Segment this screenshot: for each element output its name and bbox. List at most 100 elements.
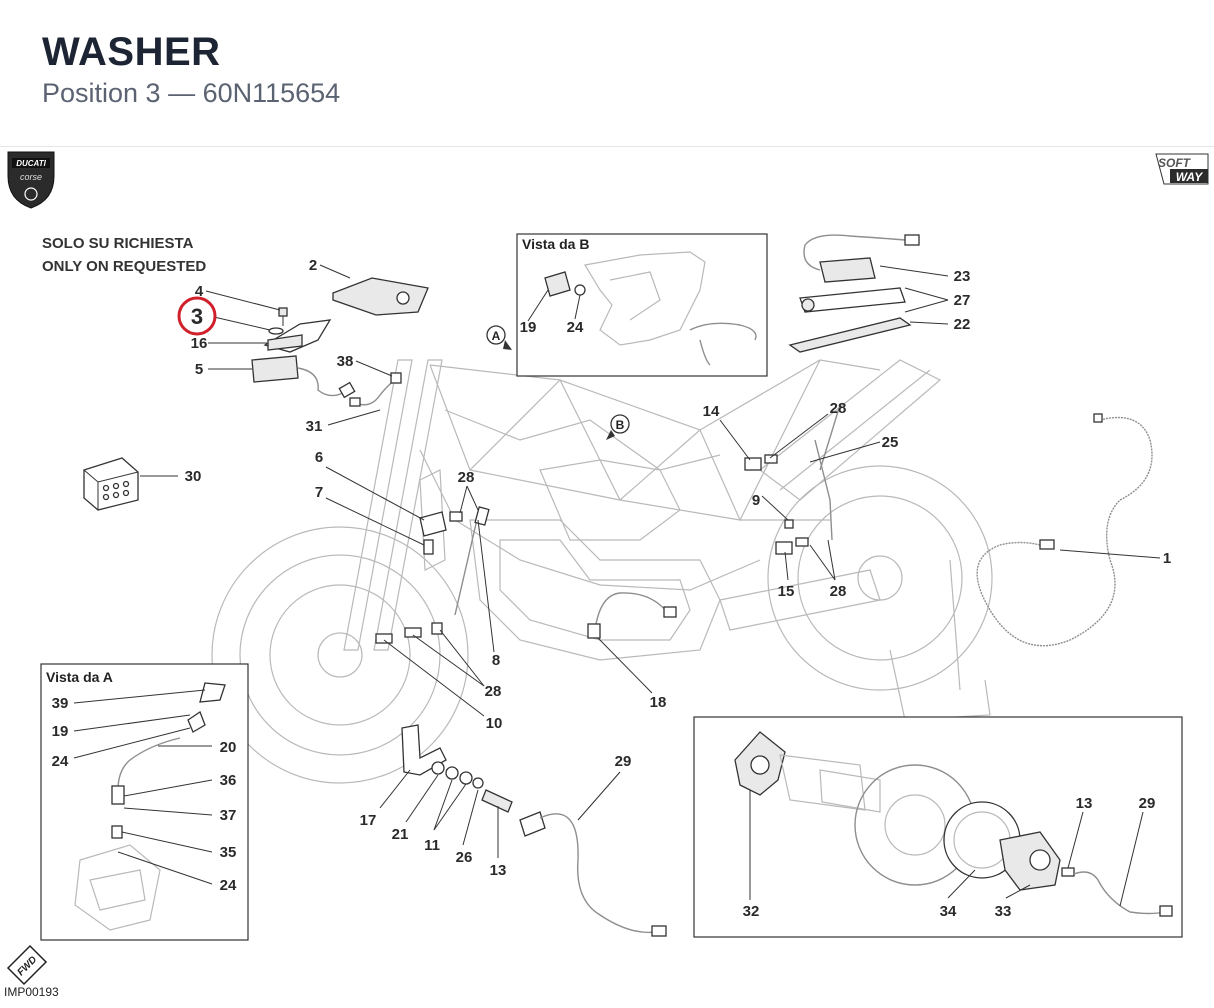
label-part-5[interactable]: 5 bbox=[195, 361, 203, 378]
highlight-ring bbox=[177, 296, 217, 336]
part-9-screw bbox=[784, 519, 794, 529]
label-part-29-lower-center[interactable]: 29 bbox=[615, 753, 632, 770]
label-part-33[interactable]: 33 bbox=[995, 903, 1012, 920]
label-part-30[interactable]: 30 bbox=[185, 468, 202, 485]
view-marker-a-label: A bbox=[492, 329, 501, 343]
part-5-module bbox=[251, 355, 356, 399]
inset-b-title: Vista da B bbox=[522, 236, 589, 252]
note-italian: SOLO SU RICHIESTA bbox=[42, 235, 194, 252]
label-part-24-vista-b[interactable]: 24 bbox=[567, 319, 584, 336]
view-marker-b-label: B bbox=[616, 418, 625, 432]
part-30-connector bbox=[83, 457, 139, 511]
label-part-3[interactable]: 3 bbox=[191, 304, 203, 329]
label-part-24-vista-a-lower[interactable]: 24 bbox=[220, 877, 237, 894]
label-part-28-upper-right[interactable]: 28 bbox=[830, 400, 847, 417]
part-38-fitting bbox=[390, 372, 402, 384]
part-1-cable bbox=[976, 413, 1153, 647]
part-22-plate bbox=[788, 317, 912, 353]
label-part-18[interactable]: 18 bbox=[650, 694, 667, 711]
leader-lines bbox=[73, 264, 1161, 907]
part-18-sensor bbox=[587, 592, 677, 639]
label-part-23[interactable]: 23 bbox=[954, 268, 971, 285]
label-part-13-rear-hub[interactable]: 13 bbox=[1076, 795, 1093, 812]
inset-rear-hub bbox=[693, 716, 1183, 938]
part-15-clamp bbox=[775, 537, 809, 555]
part-13-threaded-sensor bbox=[481, 789, 513, 813]
label-part-15[interactable]: 15 bbox=[778, 583, 795, 600]
label-part-20[interactable]: 20 bbox=[220, 739, 237, 756]
ducati-corse-logo: DUCATI corse bbox=[7, 151, 55, 209]
part-10-connectors bbox=[375, 622, 443, 644]
label-part-28-middle[interactable]: 28 bbox=[458, 469, 475, 486]
part-labels: 2 4 16 5 31 38 30 19 24 23 27 22 25 1 14… bbox=[52, 257, 1172, 920]
page-header: WASHER Position 3 — 60N115654 bbox=[0, 0, 1214, 146]
label-part-24-vista-a-upper[interactable]: 24 bbox=[52, 753, 69, 770]
label-part-39[interactable]: 39 bbox=[52, 695, 69, 712]
view-marker-a: A bbox=[486, 325, 512, 350]
label-part-34[interactable]: 34 bbox=[940, 903, 957, 920]
part-16-bracket bbox=[263, 319, 332, 353]
label-part-26[interactable]: 26 bbox=[456, 849, 473, 866]
label-part-28-lower-right[interactable]: 28 bbox=[830, 583, 847, 600]
label-part-1[interactable]: 1 bbox=[1163, 550, 1171, 567]
header-divider bbox=[0, 146, 1214, 147]
label-part-21[interactable]: 21 bbox=[392, 826, 409, 843]
label-part-19-vista-b[interactable]: 19 bbox=[520, 319, 537, 336]
label-part-4[interactable]: 4 bbox=[195, 283, 204, 300]
label-part-6[interactable]: 6 bbox=[315, 449, 323, 466]
page-title: WASHER bbox=[42, 30, 221, 74]
label-part-8[interactable]: 8 bbox=[492, 652, 500, 669]
label-part-2[interactable]: 2 bbox=[309, 257, 317, 274]
label-part-14[interactable]: 14 bbox=[703, 403, 720, 420]
label-part-31[interactable]: 31 bbox=[306, 418, 323, 435]
fwd-badge: FWD bbox=[6, 944, 48, 986]
label-part-29-rear-hub[interactable]: 29 bbox=[1139, 795, 1156, 812]
label-part-11-lower[interactable]: 11 bbox=[424, 837, 440, 854]
inset-vista-da-b: Vista da B bbox=[516, 233, 768, 377]
label-part-19-vista-a[interactable]: 19 bbox=[52, 723, 69, 740]
part-2-control-unit bbox=[332, 277, 429, 316]
page-subtitle: Position 3 — 60N115654 bbox=[42, 78, 341, 108]
label-part-25[interactable]: 25 bbox=[882, 434, 899, 451]
label-part-27[interactable]: 27 bbox=[954, 292, 971, 309]
label-part-22[interactable]: 22 bbox=[954, 316, 971, 333]
label-part-36[interactable]: 36 bbox=[220, 772, 237, 789]
part-25-wire bbox=[814, 404, 841, 541]
part-21-washer bbox=[431, 761, 445, 775]
inset-a-title: Vista da A bbox=[46, 669, 113, 685]
view-marker-b: B bbox=[606, 414, 630, 440]
label-part-35[interactable]: 35 bbox=[220, 844, 237, 861]
label-part-10[interactable]: 10 bbox=[486, 715, 503, 732]
part-26-nut bbox=[472, 777, 484, 789]
ducati-logo-text: DUCATI bbox=[16, 159, 46, 168]
label-part-28-lower[interactable]: 28 bbox=[485, 683, 502, 700]
label-part-13-lower-center[interactable]: 13 bbox=[490, 862, 507, 879]
motorcycle-outline bbox=[211, 359, 993, 784]
part-4-screw bbox=[278, 307, 288, 326]
part-27-sensor bbox=[799, 287, 906, 313]
note-english: ONLY ON REQUESTED bbox=[42, 258, 206, 275]
part-14-clamp bbox=[744, 454, 778, 471]
softway-logo-top: SOFT bbox=[1158, 156, 1192, 170]
part-7-screw bbox=[423, 539, 434, 555]
part-31-cable bbox=[349, 379, 396, 407]
label-part-16[interactable]: 16 bbox=[191, 335, 208, 352]
part-11-nuts bbox=[445, 766, 473, 785]
exploded-parts-diagram: DUCATI corse SOFT WAY SOLO SU RICHIESTA … bbox=[0, 147, 1214, 1003]
part-6-clamp bbox=[419, 511, 463, 537]
corse-logo-text: corse bbox=[20, 172, 42, 182]
softway-logo-bottom: WAY bbox=[1176, 170, 1203, 184]
drawing-code: IMP00193 bbox=[4, 985, 59, 999]
label-part-17[interactable]: 17 bbox=[360, 812, 377, 829]
label-part-37[interactable]: 37 bbox=[220, 807, 237, 824]
part-3-washer bbox=[268, 327, 284, 335]
label-part-9[interactable]: 9 bbox=[752, 492, 760, 509]
part-23-sensor-cable bbox=[803, 234, 920, 283]
highlight-position-3[interactable]: 3 bbox=[177, 296, 217, 336]
part-29-sensor-cable bbox=[519, 811, 667, 937]
label-part-32[interactable]: 32 bbox=[743, 903, 760, 920]
inset-vista-da-a: Vista da A bbox=[40, 663, 249, 941]
label-part-7[interactable]: 7 bbox=[315, 484, 323, 501]
label-part-38[interactable]: 38 bbox=[337, 353, 354, 370]
softway-logo: SOFT WAY bbox=[1155, 153, 1209, 185]
